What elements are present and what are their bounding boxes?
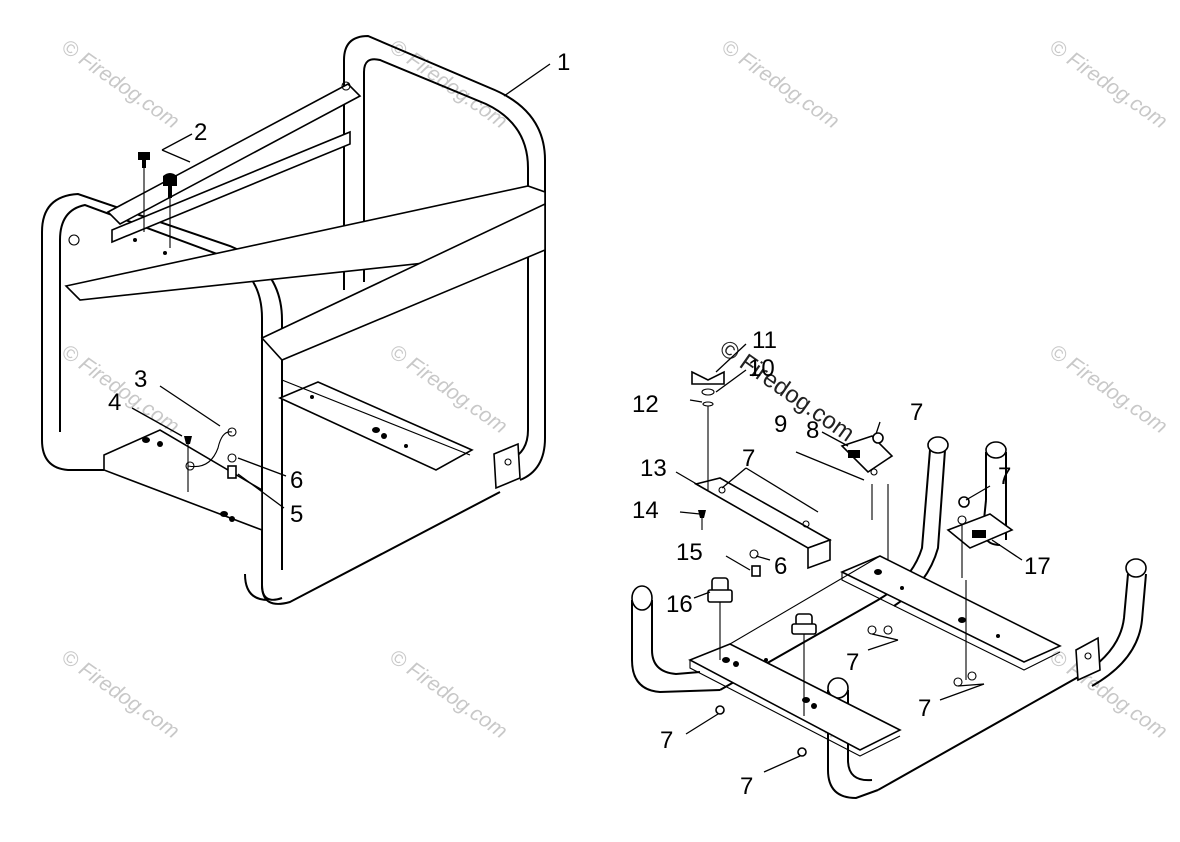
watermark: © Firedog.com xyxy=(385,645,511,743)
watermark: © Firedog.com xyxy=(57,35,183,133)
callout-6: 6 xyxy=(774,553,787,580)
base-assembly xyxy=(631,370,1147,800)
callout-6: 6 xyxy=(290,467,303,494)
watermark: © Firedog.com xyxy=(717,35,843,133)
callout-17: 17 xyxy=(1024,553,1051,580)
callout-7: 7 xyxy=(740,773,753,800)
callout-7: 7 xyxy=(846,649,859,676)
callouts: 1 2 3 4 5 6 6 7 7 7 7 7 7 7 8 9 10 11 12… xyxy=(108,49,1051,800)
leader-lines xyxy=(131,63,1023,773)
watermark: © Firedog.com xyxy=(1045,340,1171,438)
callout-7: 7 xyxy=(910,399,923,426)
watermark: © Firedog.com xyxy=(57,645,183,743)
callout-7: 7 xyxy=(742,445,755,472)
frame-assembly xyxy=(41,34,546,605)
watermark: © Firedog.com xyxy=(385,35,511,133)
callout-16: 16 xyxy=(666,591,693,618)
callout-11: 11 xyxy=(752,327,777,354)
callout-13: 13 xyxy=(640,455,667,482)
callout-12: 12 xyxy=(632,391,659,418)
callout-3: 3 xyxy=(134,366,147,393)
callout-9: 9 xyxy=(774,411,787,438)
callout-7: 7 xyxy=(660,727,673,754)
watermark: © Firedog.com xyxy=(1045,645,1171,743)
callout-7: 7 xyxy=(918,695,931,722)
callout-5: 5 xyxy=(290,501,303,528)
callout-10: 10 xyxy=(748,355,775,382)
callout-15: 15 xyxy=(676,539,703,566)
watermark: © Firedog.com xyxy=(1045,35,1171,133)
callout-2: 2 xyxy=(194,119,207,146)
callout-14: 14 xyxy=(632,497,659,524)
callout-4: 4 xyxy=(108,389,121,416)
callout-1: 1 xyxy=(557,49,570,76)
callout-8: 8 xyxy=(806,417,819,444)
callout-7: 7 xyxy=(998,463,1011,490)
